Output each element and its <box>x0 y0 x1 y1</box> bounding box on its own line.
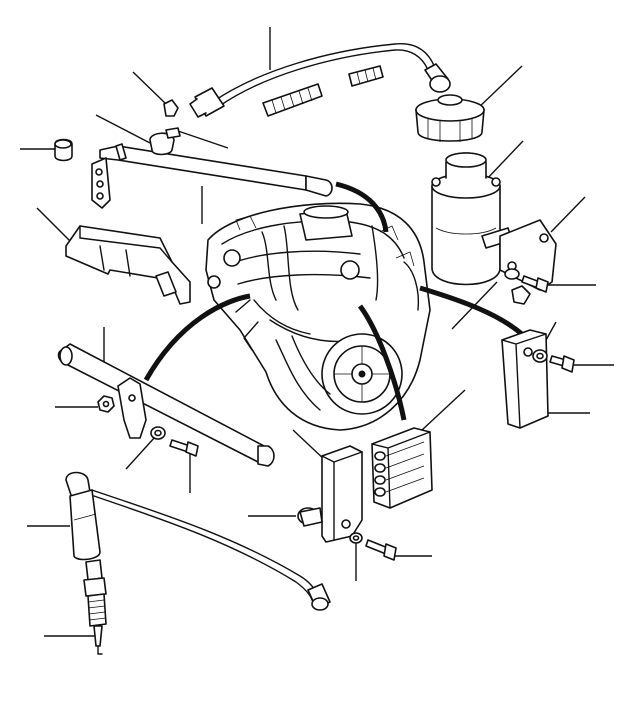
leader-line <box>95 114 151 144</box>
spark-plug <box>83 559 107 655</box>
spacer <box>297 507 323 527</box>
ignition-coil <box>431 152 513 286</box>
leader-line <box>550 196 586 233</box>
coil-nut <box>511 285 531 305</box>
leader-lines <box>20 27 614 637</box>
lead-support-bar-upper <box>91 143 333 209</box>
engine-assembly <box>205 202 431 431</box>
lead-separator-block <box>371 427 433 509</box>
lead-clip-spacer <box>54 138 73 162</box>
lead-clip <box>149 127 181 156</box>
plug-boot <box>65 471 101 561</box>
leader-line <box>132 71 166 104</box>
rear-bracket <box>501 329 549 429</box>
rear-bracket-bolt <box>549 355 575 373</box>
clamp-washer <box>349 532 363 544</box>
coil-high-tension-lead <box>189 43 451 118</box>
lead-support-bar-lower <box>57 343 275 467</box>
coil-tower-cap <box>415 94 485 142</box>
coil-bolt <box>521 275 549 293</box>
plug-lead-comb-bracket <box>65 225 191 305</box>
spark-plug-lead <box>91 489 331 611</box>
leader-line <box>483 140 524 183</box>
bar-bolt <box>169 439 199 457</box>
lead-clip-nut <box>163 99 179 117</box>
leader-line <box>177 130 229 149</box>
leader-line <box>475 65 523 111</box>
lead-sleeve <box>262 65 384 117</box>
bar-nut <box>97 395 115 413</box>
rear-bracket-washer <box>532 349 548 363</box>
bar-bracket <box>117 377 147 439</box>
coil-washer <box>504 268 520 280</box>
clamp-bolt <box>365 539 397 561</box>
separator-clamp-plate <box>321 445 363 543</box>
leader-line <box>125 436 156 470</box>
plug-lead-routing <box>143 181 526 421</box>
leader-line <box>421 389 466 431</box>
leader-line <box>36 207 73 244</box>
bar-washer <box>150 426 166 440</box>
